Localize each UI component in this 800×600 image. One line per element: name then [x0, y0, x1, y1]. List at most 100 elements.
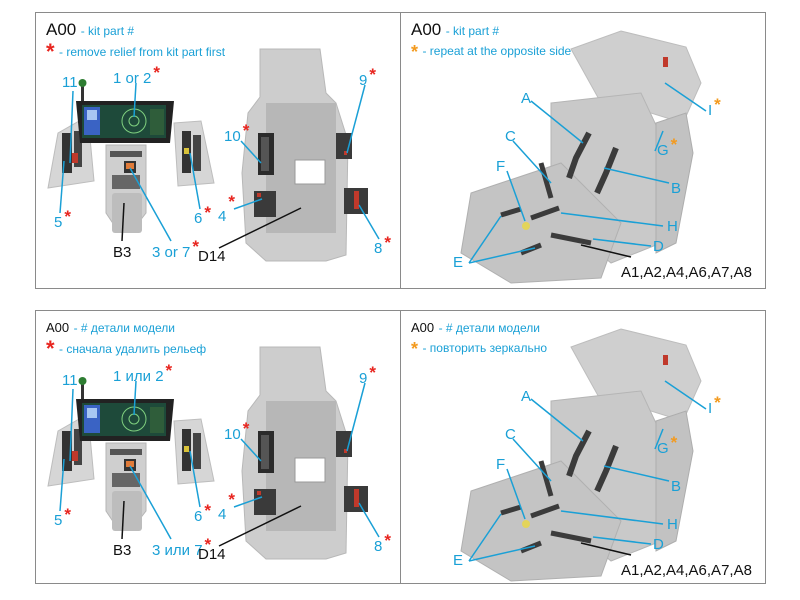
leader-b [603, 465, 670, 482]
leader-parts [580, 542, 632, 556]
orange-star-icon: * [411, 339, 419, 359]
orange-star-icon: * [714, 393, 721, 412]
legend: A00 - # детали модели * - сначала удалит… [46, 319, 206, 360]
leader-9 [346, 382, 366, 452]
red-star-icon: * [204, 203, 211, 222]
harness-strap-e1 [500, 206, 522, 218]
seat-pan [460, 460, 622, 582]
leader-g [654, 130, 664, 152]
red-star-icon: * [165, 361, 173, 380]
harness-strap-h [530, 205, 560, 221]
leader-i [664, 380, 707, 410]
callout-f: F [496, 456, 506, 473]
leader-b3 [121, 202, 125, 242]
harness-buckle-f [522, 520, 530, 528]
callout-11: 11 [62, 372, 78, 389]
leader-d14 [218, 505, 302, 547]
callout-e: E [453, 254, 464, 271]
callout-9: 9* [359, 65, 376, 89]
leader-h [560, 212, 664, 227]
leader-5 [59, 160, 65, 214]
tub-panel-4 [254, 489, 276, 515]
callout-8: 8* [374, 531, 391, 555]
left-console-switches [62, 431, 72, 471]
red-star-icon: * [242, 121, 250, 140]
leader-lines [59, 82, 380, 249]
red-star-icon: * [369, 363, 376, 382]
legend-code-row: A00 - kit part # [46, 21, 225, 40]
part-label-b3: B3 [113, 244, 132, 261]
legend: A00 - kit part # * - repeat at the oppos… [411, 21, 571, 62]
callout-4: 4* [218, 192, 235, 225]
callout-3-or-7: 3 или 7* [152, 535, 212, 559]
callout-1-or-2: 1 или 2* [113, 361, 173, 385]
leader-f [506, 170, 526, 222]
harness-strap-e1 [500, 504, 522, 516]
seat-right-rail [655, 112, 694, 254]
legend-star-row: * - повторить зеркально [411, 337, 547, 359]
legend: A00 - kit part # * - remove relief from … [46, 21, 225, 64]
callout-b: B [671, 478, 682, 495]
red-star-icon: * [228, 192, 235, 211]
tub-opening [294, 457, 326, 483]
leader-e2 [468, 545, 536, 562]
callout-5: 5* [54, 207, 71, 231]
pedestal-lower [112, 491, 142, 531]
leader-h [560, 510, 664, 525]
part-label-d14: D14 [198, 248, 226, 265]
callout-a: A [521, 388, 532, 405]
leader-lines [468, 82, 707, 264]
ejection-seat-artwork [460, 328, 702, 582]
leader-6 [189, 450, 201, 508]
legend-code-row: A00 - kit part # [411, 21, 571, 40]
red-star-icon: * [64, 505, 71, 524]
red-star-icon: * [384, 233, 391, 252]
leader-1 [133, 380, 137, 416]
legend-code: A00 [411, 20, 442, 39]
legend-star-row: * - сначала удалить рельеф [46, 337, 206, 360]
leader-e1 [468, 513, 502, 562]
callout-h: H [667, 516, 678, 533]
leader-8 [358, 204, 380, 240]
left-console-switches [62, 133, 72, 173]
leader-9 [346, 84, 366, 154]
leader-c [512, 438, 552, 482]
legend-star-row: * - remove relief from kit part first [46, 39, 225, 64]
leader-4 [233, 198, 263, 210]
leader-4 [233, 496, 263, 508]
leader-11 [69, 90, 74, 164]
harness-strap-c [538, 460, 554, 497]
callout-6: 6* [194, 501, 211, 525]
panel-bottom-right-seat-ru: A00 - # детали модели * - повторить зерк… [401, 311, 765, 583]
seat-pan [460, 162, 622, 284]
tub-opening [294, 159, 326, 185]
callout-i: I* [708, 393, 721, 417]
leader-d [592, 238, 652, 247]
red-star-icon: * [228, 490, 235, 509]
leader-11 [69, 388, 74, 462]
seat-right-rail [655, 410, 694, 552]
callout-11: 11 [62, 74, 78, 91]
red-star-icon: * [204, 501, 211, 520]
leader-5 [59, 458, 65, 512]
callout-9: 9* [359, 363, 376, 387]
red-star-icon: * [64, 207, 71, 226]
leader-c [512, 140, 552, 184]
leader-8 [358, 502, 380, 538]
leader-parts [580, 244, 632, 258]
callout-e: E [453, 552, 464, 569]
red-star-icon: * [369, 65, 376, 84]
leader-lines [59, 380, 380, 547]
leader-i [664, 82, 707, 112]
callout-4: 4* [218, 490, 235, 523]
legend-code: A00 [411, 320, 435, 335]
leader-b3 [121, 500, 125, 540]
callout-f: F [496, 158, 506, 175]
callout-c: C [505, 426, 516, 443]
legend: A00 - # детали модели * - повторить зерк… [411, 319, 547, 359]
panel-bottom-left-cockpit-ru: A00 - # детали модели * - сначала удалит… [36, 311, 400, 583]
pedestal-lower [112, 193, 142, 233]
part-label-d14: D14 [198, 546, 226, 563]
red-star-icon: * [46, 39, 55, 64]
tub-panel-9 [336, 431, 352, 457]
